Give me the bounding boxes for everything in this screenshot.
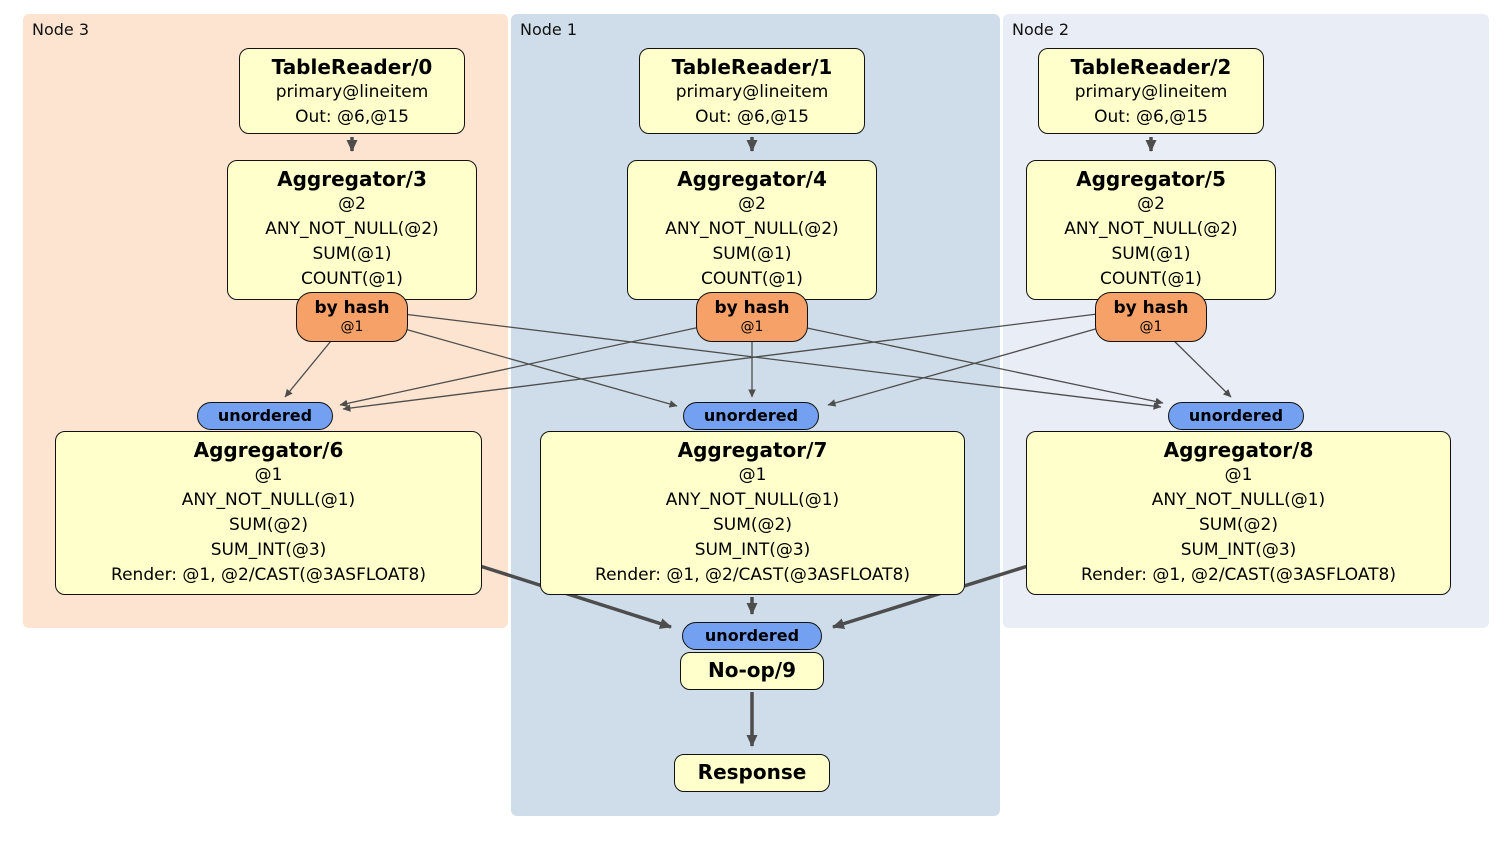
router-by-hash-node3: by hash @1: [296, 292, 408, 342]
processor-title: Aggregator/3: [277, 167, 427, 191]
processor-aggregator-6: Aggregator/6 @1 ANY_NOT_NULL(@1) SUM(@2)…: [55, 431, 482, 595]
router-detail: @1: [340, 319, 364, 335]
processor-detail: ANY_NOT_NULL(@2): [665, 219, 839, 239]
processor-title: Aggregator/6: [193, 438, 344, 462]
processor-detail: SUM(@1): [712, 244, 792, 264]
processor-detail: SUM(@1): [312, 244, 392, 264]
router-detail: @1: [740, 319, 764, 335]
node-group-1-label: Node 1: [520, 20, 578, 39]
processor-detail: COUNT(@1): [301, 269, 403, 289]
processor-detail: primary@lineitem: [675, 82, 829, 102]
edge-hash5-sync1: [827, 323, 1114, 407]
node-group-2: Node 2 TableReader/2 primary@lineitem Ou…: [1003, 14, 1489, 628]
node-group-3: Node 3 TableReader/0 primary@lineitem Ou…: [23, 14, 508, 628]
edge-hash5-sync3: [342, 311, 1114, 412]
processor-title: Aggregator/7: [677, 438, 828, 462]
processor-title: Aggregator/8: [1163, 438, 1314, 462]
processor-detail: @1: [1224, 465, 1253, 485]
edge-aggregator8-finalsync: [832, 564, 1029, 629]
processor-aggregator-8: Aggregator/8 @1 ANY_NOT_NULL(@1) SUM(@2)…: [1026, 431, 1451, 595]
processor-detail: @2: [738, 194, 766, 214]
processor-detail: Out: @6,@15: [295, 107, 409, 127]
router-label: by hash: [314, 298, 390, 318]
node-group-3-label: Node 3: [32, 20, 90, 39]
processor-detail: ANY_NOT_NULL(@1): [1151, 490, 1326, 510]
processor-detail: COUNT(@1): [1100, 269, 1202, 289]
processor-title: Response: [697, 760, 807, 784]
processor-detail: SUM(@2): [229, 515, 308, 535]
sync-unordered-node2: unordered: [1168, 402, 1304, 430]
processor-title: No-op/9: [707, 658, 797, 682]
processor-detail: @1: [254, 465, 283, 485]
processor-detail: Render: @1, @2/CAST(@3ASFLOAT8): [595, 565, 910, 585]
processor-detail: SUM(@2): [713, 515, 792, 535]
router-by-hash-node2: by hash @1: [1095, 292, 1207, 342]
processor-detail: SUM_INT(@3): [210, 540, 327, 560]
processor-detail: Out: @6,@15: [1094, 107, 1208, 127]
processor-tablereader-1: TableReader/1 primary@lineitem Out: @6,@…: [639, 48, 865, 134]
processor-tablereader-2: TableReader/2 primary@lineitem Out: @6,@…: [1038, 48, 1264, 134]
sync-unordered-node3: unordered: [197, 402, 333, 430]
processor-detail: primary@lineitem: [1074, 82, 1228, 102]
router-label: by hash: [1113, 298, 1189, 318]
processor-aggregator-7: Aggregator/7 @1 ANY_NOT_NULL(@1) SUM(@2)…: [540, 431, 965, 595]
processor-detail: ANY_NOT_NULL(@2): [1064, 219, 1238, 239]
edge-hash3-sync1: [386, 323, 678, 408]
processor-title: TableReader/1: [671, 55, 833, 79]
processor-detail: SUM(@1): [1111, 244, 1191, 264]
processor-detail: ANY_NOT_NULL(@1): [665, 490, 840, 510]
processor-title: Aggregator/4: [677, 167, 827, 191]
processor-detail: ANY_NOT_NULL(@2): [265, 219, 439, 239]
processor-detail: @1: [738, 465, 767, 485]
processor-title: TableReader/0: [271, 55, 433, 79]
edge-aggregator6-finalsync: [479, 564, 672, 629]
sync-unordered-final: unordered: [682, 622, 822, 650]
router-by-hash-node1: by hash @1: [696, 292, 808, 342]
processor-detail: primary@lineitem: [275, 82, 429, 102]
processor-response: Response: [674, 754, 830, 792]
processor-detail: ANY_NOT_NULL(@1): [181, 490, 356, 510]
processor-detail: COUNT(@1): [701, 269, 803, 289]
processor-noop-9: No-op/9: [680, 652, 824, 690]
router-label: by hash: [714, 298, 790, 318]
processor-detail: @2: [1137, 194, 1165, 214]
processor-aggregator-3: Aggregator/3 @2 ANY_NOT_NULL(@2) SUM(@1)…: [227, 160, 477, 300]
edge-hash3-sync2: [386, 311, 1162, 410]
processor-detail: SUM_INT(@3): [1180, 540, 1297, 560]
processor-detail: Render: @1, @2/CAST(@3ASFLOAT8): [111, 565, 426, 585]
processor-detail: SUM_INT(@3): [694, 540, 811, 560]
sync-unordered-node1: unordered: [683, 402, 819, 430]
processor-detail: SUM(@2): [1199, 515, 1278, 535]
processor-title: TableReader/2: [1070, 55, 1232, 79]
processor-title: Aggregator/5: [1076, 167, 1226, 191]
processor-aggregator-4: Aggregator/4 @2 ANY_NOT_NULL(@2) SUM(@1)…: [627, 160, 877, 300]
router-detail: @1: [1139, 319, 1163, 335]
processor-detail: Out: @6,@15: [695, 107, 809, 127]
edge-hash4-sync3: [339, 323, 715, 408]
node-group-2-label: Node 2: [1012, 20, 1070, 39]
processor-tablereader-0: TableReader/0 primary@lineitem Out: @6,@…: [239, 48, 465, 134]
processor-detail: @2: [338, 194, 366, 214]
processor-detail: Render: @1, @2/CAST(@3ASFLOAT8): [1081, 565, 1396, 585]
processor-aggregator-5: Aggregator/5 @2 ANY_NOT_NULL(@2) SUM(@1)…: [1026, 160, 1276, 300]
